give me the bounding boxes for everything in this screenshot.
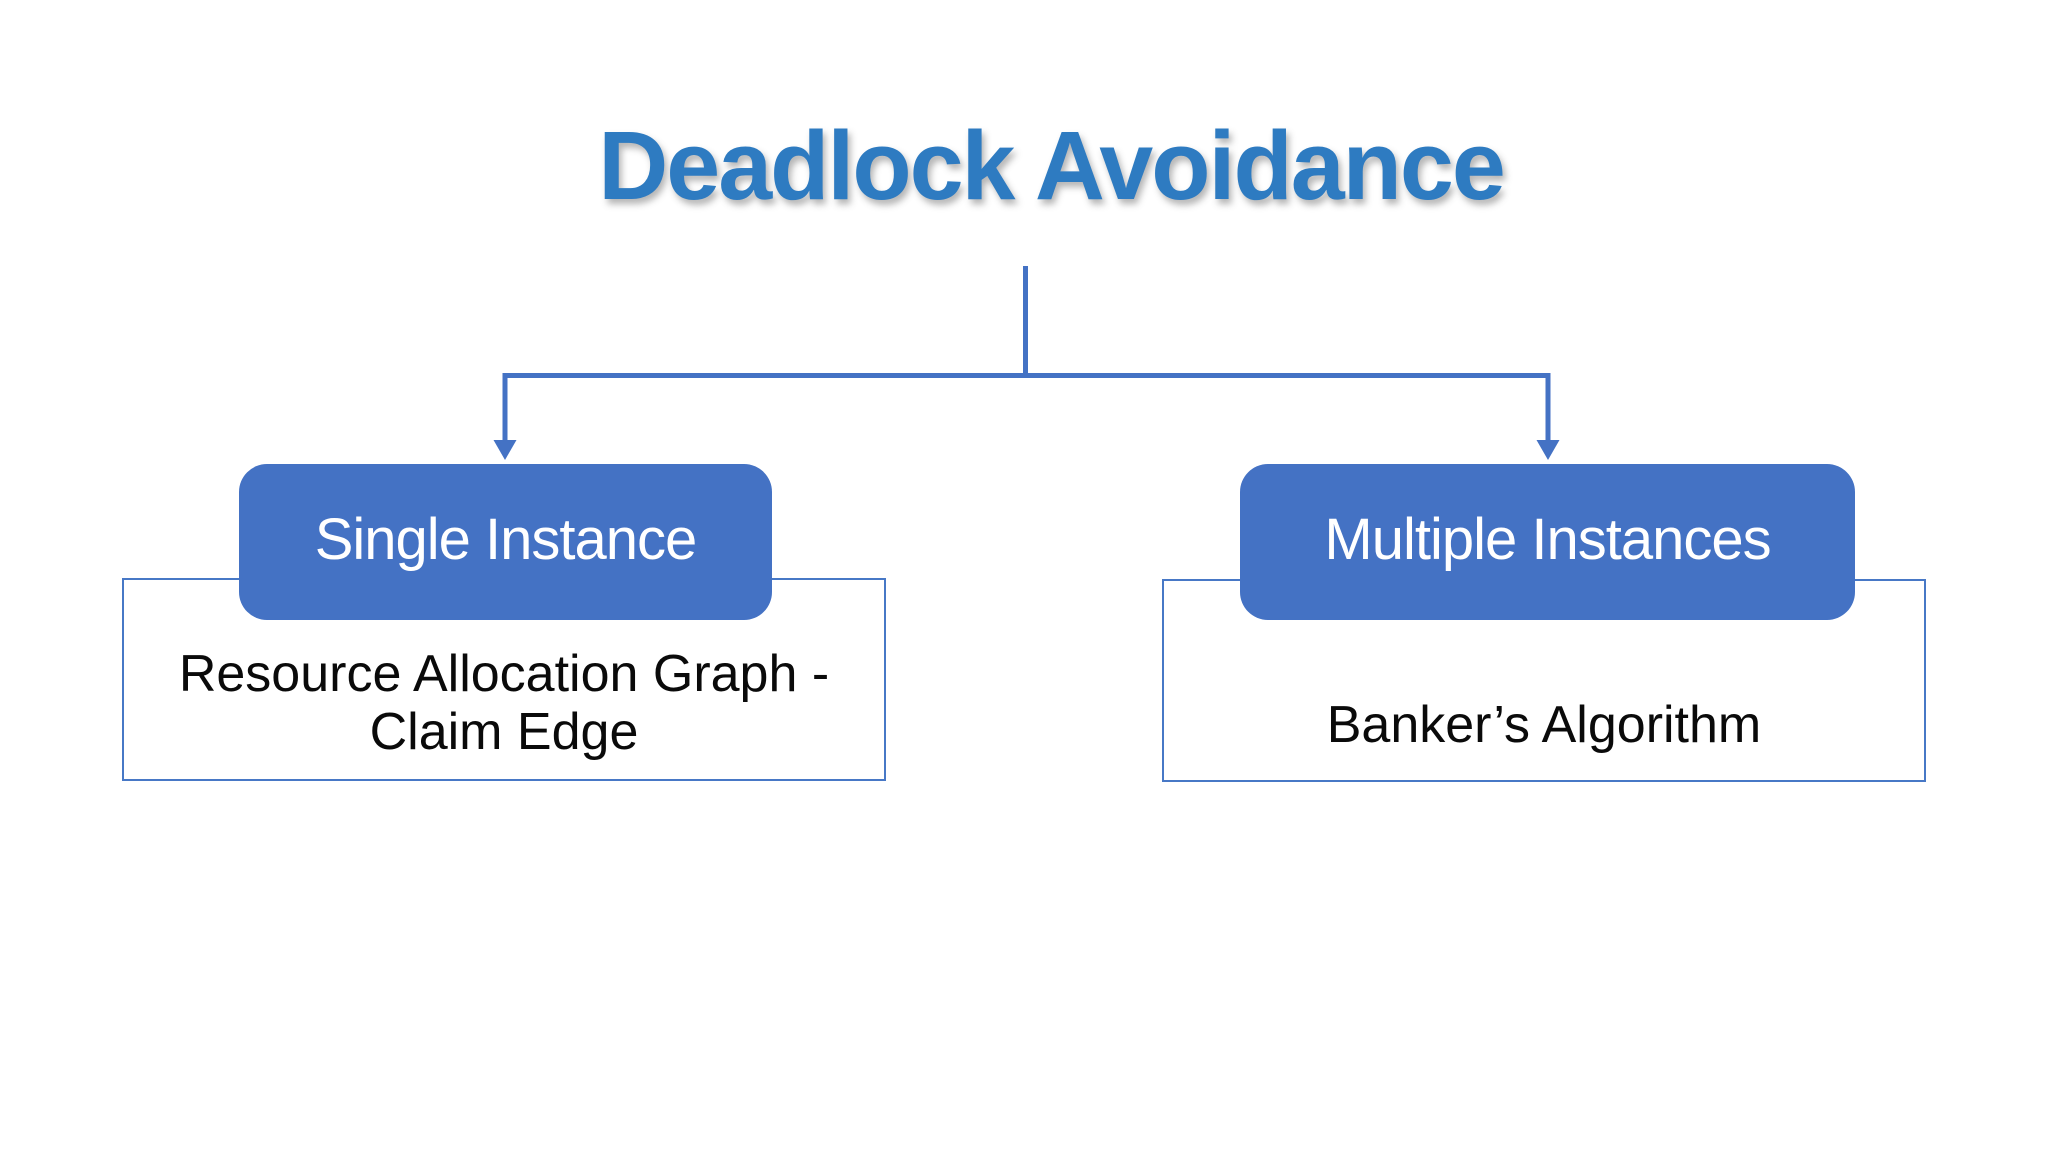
arrow-down-icon [493, 440, 517, 460]
detail-text-multiple-instances: Banker’s Algorithm [1326, 696, 1762, 754]
slide-title: Deadlock Avoidance [598, 111, 1506, 220]
connector-bracket [502, 373, 1551, 444]
node-label-multiple-instances: Multiple Instances [1324, 507, 1771, 572]
node-label-single-instance: Single Instance [314, 507, 698, 572]
detail-text-single-instance: Resource Allocation Graph - Claim Edge [178, 645, 830, 761]
node-single-instance: Single Instance [239, 464, 772, 620]
arrow-down-icon [1536, 440, 1560, 460]
node-multiple-instances: Multiple Instances [1240, 464, 1855, 620]
